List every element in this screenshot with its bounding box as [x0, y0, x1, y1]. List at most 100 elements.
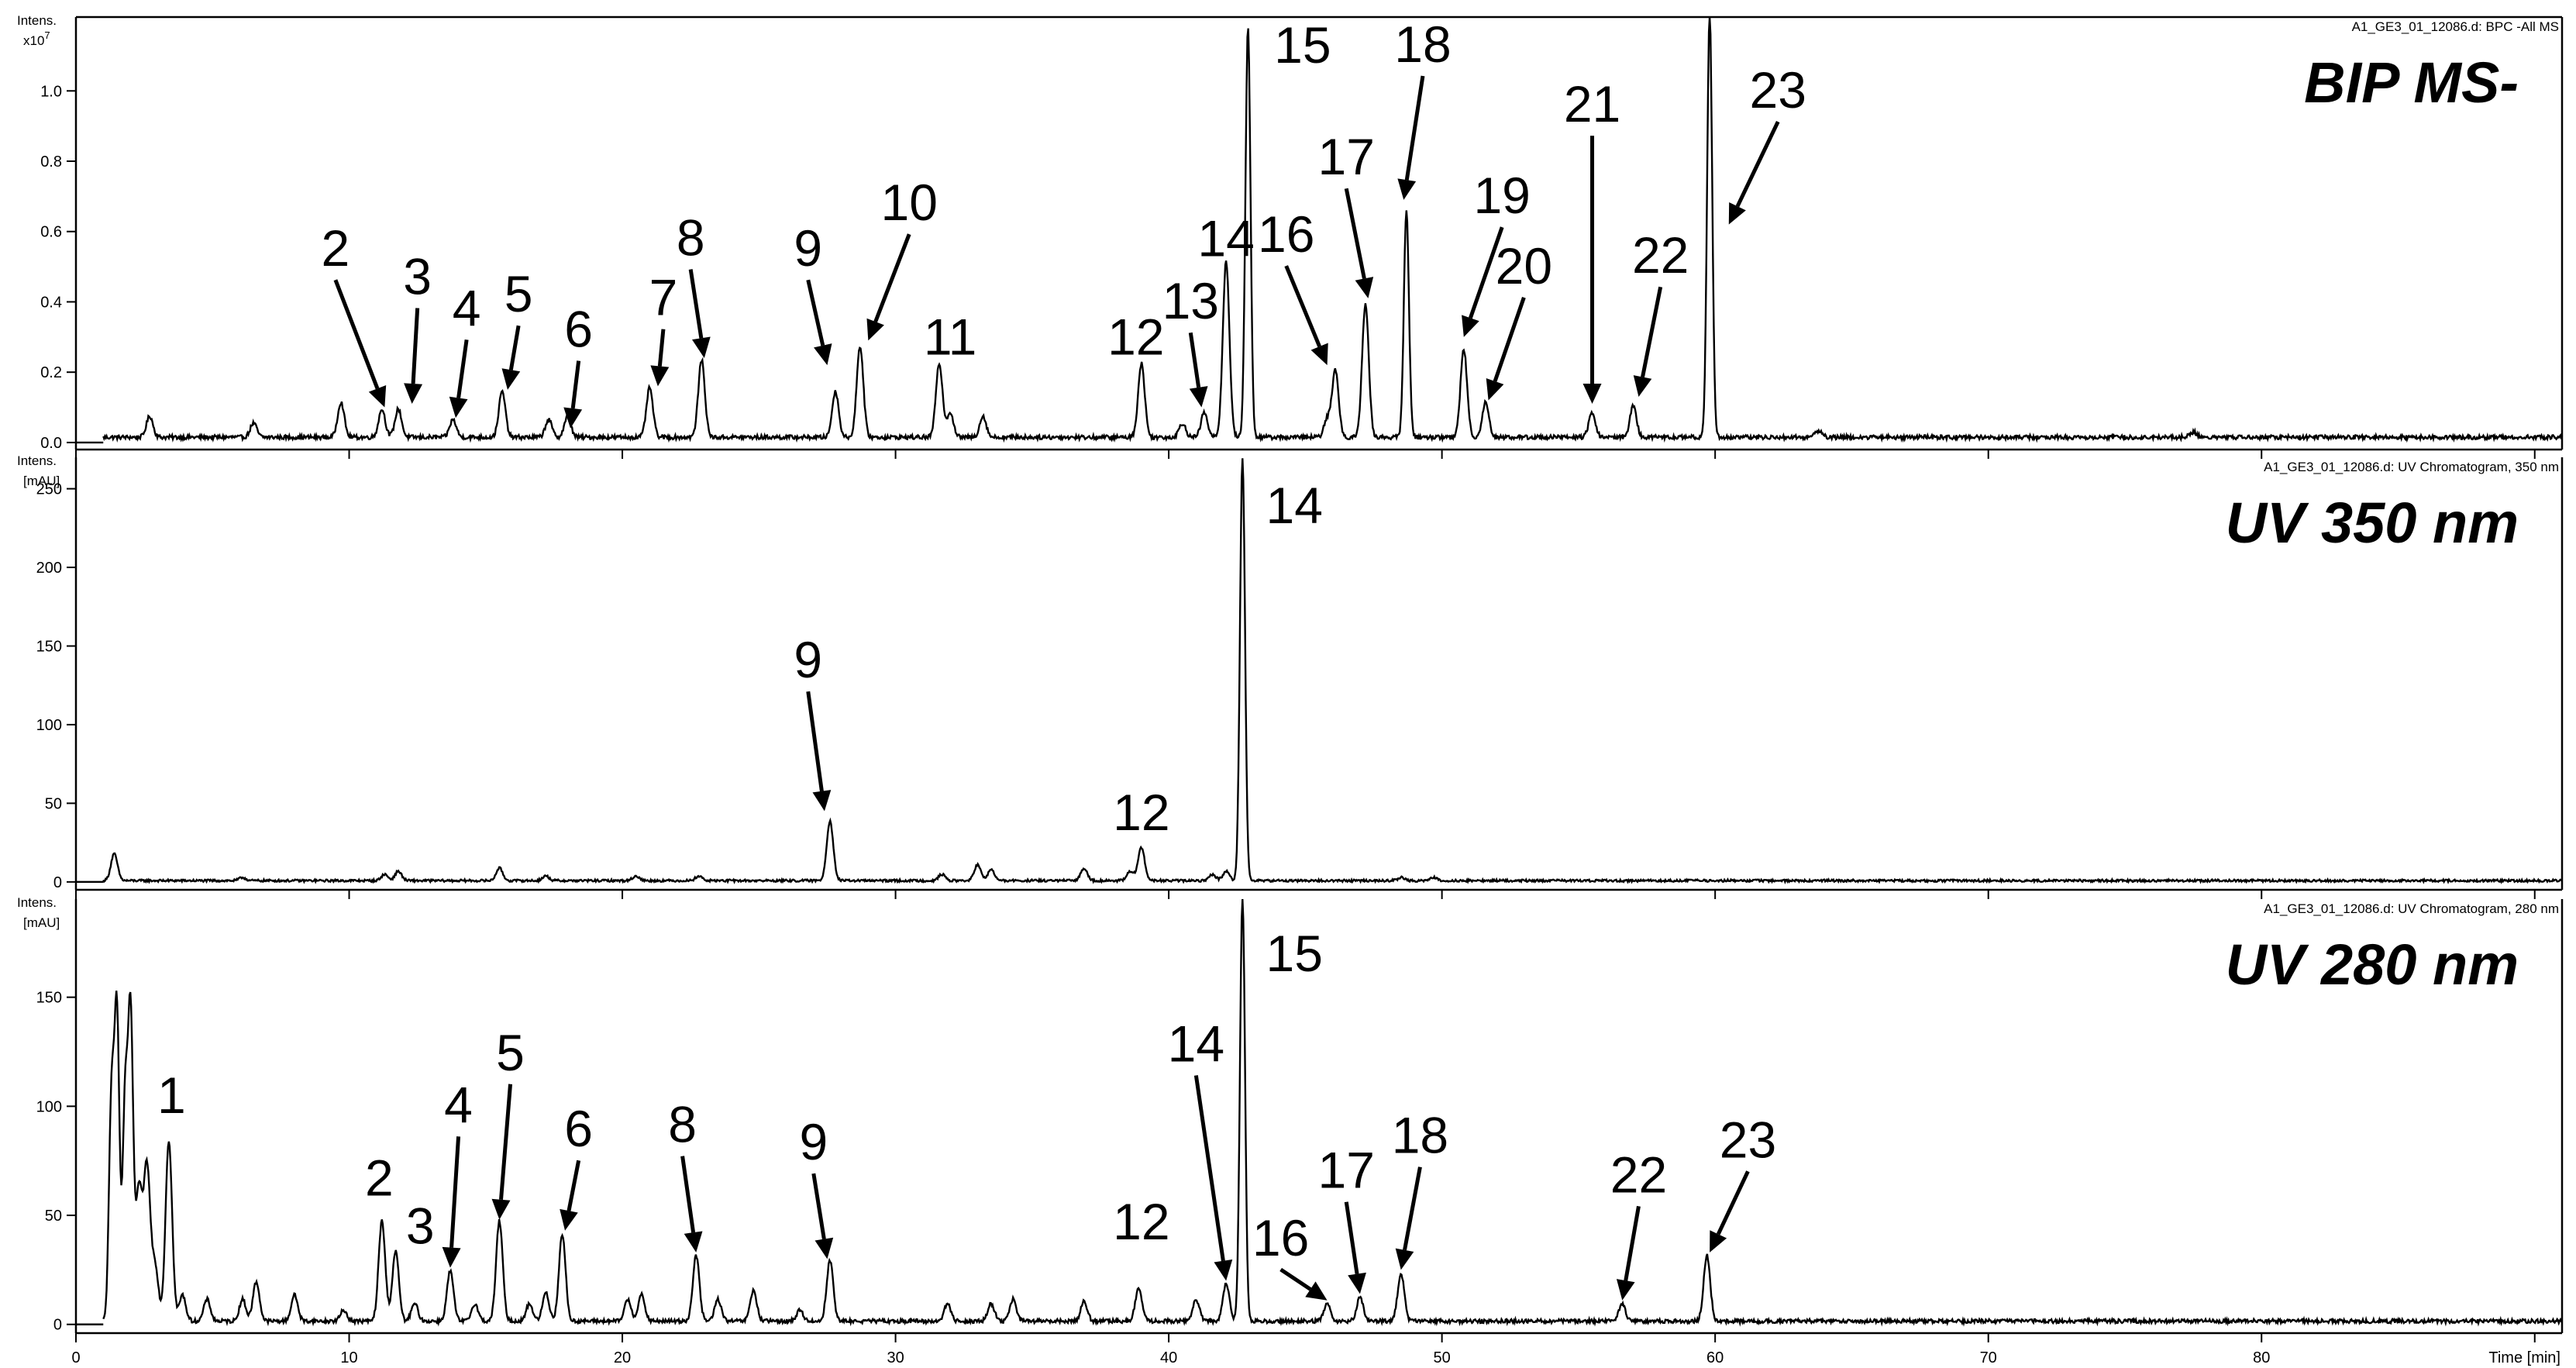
peak-arrow: [1403, 1166, 1422, 1251]
peak-arrow: [449, 1136, 461, 1248]
peak-arrowhead: [1355, 277, 1374, 298]
peak-label: 4: [444, 1076, 473, 1133]
x-tick-label: 60: [1706, 1349, 1724, 1366]
peak-label: 14: [1197, 209, 1254, 267]
peak-arrow: [1344, 188, 1366, 279]
peak-label: 12: [1113, 784, 1169, 841]
peak-label: 20: [1496, 237, 1552, 295]
peak-arrow: [411, 308, 420, 384]
peak-label: 6: [564, 1100, 593, 1157]
y-tick-label: 0.8: [40, 153, 62, 171]
peak-label: 8: [677, 209, 705, 267]
peak-arrowhead: [368, 384, 387, 408]
peak-arrow: [1469, 226, 1504, 319]
panel-title: BIP MS-: [2304, 50, 2519, 115]
peak-arrowhead: [449, 396, 468, 419]
peak-label: 13: [1162, 272, 1219, 329]
peak-label: 23: [1750, 61, 1806, 119]
peak-label: 18: [1392, 1107, 1448, 1164]
y-axis-label: Intens.: [17, 895, 57, 910]
peak-arrow: [1193, 1075, 1225, 1262]
peak-label: 15: [1266, 925, 1323, 982]
peak-arrowhead: [560, 1208, 578, 1231]
y-tick-label: 0: [53, 874, 62, 891]
trace-uv350: [102, 458, 2563, 884]
x-tick-label: 70: [1980, 1349, 1997, 1366]
y-axis-label: Intens.: [17, 13, 57, 28]
peak-arrowhead: [866, 318, 884, 341]
peak-label: 7: [649, 269, 678, 326]
peak-label: 19: [1473, 167, 1530, 224]
peak-arrowhead: [1395, 1248, 1414, 1270]
peak-arrow: [1279, 1267, 1312, 1291]
peak-arrowhead: [1397, 178, 1417, 200]
peak-label: 15: [1274, 16, 1331, 74]
peak-arrow: [806, 691, 824, 792]
y-tick-label: 250: [36, 481, 62, 498]
trace-name: A1_GE3_01_12086.d: UV Chromatogram, 350 …: [2264, 460, 2559, 474]
peak-label: 11: [924, 308, 977, 366]
y-axis-exponent: 7: [44, 29, 50, 41]
peak-label: 12: [1113, 1193, 1169, 1250]
peak-arrowhead: [691, 336, 711, 359]
peak-label: 23: [1720, 1111, 1776, 1168]
peak-arrowhead: [1189, 386, 1208, 408]
y-tick-label: 0: [53, 1317, 62, 1334]
peak-arrowhead: [1486, 377, 1504, 401]
peak-label: 3: [403, 247, 432, 305]
peak-label: 3: [406, 1197, 435, 1255]
peak-label: 16: [1258, 205, 1314, 263]
peak-label: 9: [794, 631, 822, 688]
peak-arrowhead: [1214, 1259, 1233, 1281]
trace-name: A1_GE3_01_12086.d: BPC -All MS: [2352, 19, 2559, 34]
peak-arrowhead: [814, 1237, 834, 1259]
peak-arrowhead: [563, 407, 583, 429]
peak-arrow: [657, 329, 666, 367]
peak-arrow: [680, 1156, 696, 1233]
peak-label: 16: [1252, 1209, 1309, 1266]
peak-label: 14: [1266, 477, 1323, 534]
peak-arrow: [499, 1084, 513, 1200]
peak-label: 5: [496, 1024, 525, 1081]
peak-arrowhead: [491, 1198, 511, 1220]
y-tick-label: 100: [36, 1098, 62, 1115]
peak-label: 8: [668, 1096, 697, 1153]
peak-label: 10: [880, 174, 937, 231]
peak-label: 1: [157, 1066, 186, 1124]
peak-arrow: [811, 1173, 826, 1240]
panel-uv350: 050100150200250Intens.[mAU]A1_GE3_01_120…: [17, 453, 2564, 899]
y-tick-label: 150: [36, 638, 62, 655]
peak-label: 6: [564, 301, 593, 358]
y-axis-label: Intens.: [17, 453, 57, 468]
y-tick-label: 100: [36, 717, 62, 734]
peak-arrowhead: [442, 1246, 461, 1268]
x-axis-label: Time [min]: [2488, 1349, 2561, 1366]
panel-bpc: 0.00.20.40.60.81.0Intens.x107A1_GE3_01_1…: [17, 13, 2564, 459]
chart-layer: 0.00.20.40.60.81.0Intens.x107A1_GE3_01_1…: [17, 13, 2564, 1366]
y-tick-label: 150: [36, 990, 62, 1007]
peak-arrowhead: [684, 1231, 703, 1253]
peak-arrowhead: [1310, 343, 1328, 366]
y-tick-label: 200: [36, 560, 62, 577]
peak-arrowhead: [1710, 1230, 1727, 1253]
peak-label: 5: [505, 265, 533, 322]
y-tick-label: 50: [45, 795, 62, 812]
peak-arrowhead: [501, 368, 521, 390]
peak-arrowhead: [812, 790, 832, 811]
trace-uv280: [102, 898, 2563, 1327]
peak-label: 4: [453, 279, 481, 336]
peak-arrow: [1716, 1170, 1750, 1235]
peak-arrowhead: [650, 365, 670, 387]
x-tick-label: 30: [887, 1349, 904, 1366]
peak-label: 2: [322, 219, 350, 277]
peak-arrowhead: [814, 343, 832, 366]
peak-arrow: [1284, 265, 1321, 348]
peak-arrowhead: [404, 383, 423, 405]
peak-label: 22: [1632, 226, 1689, 284]
peak-label: 9: [794, 219, 822, 277]
peak-label: 9: [799, 1113, 828, 1170]
y-axis-unit: x107: [23, 29, 50, 48]
y-tick-label: 0.6: [40, 224, 62, 241]
peak-arrow: [873, 233, 911, 323]
